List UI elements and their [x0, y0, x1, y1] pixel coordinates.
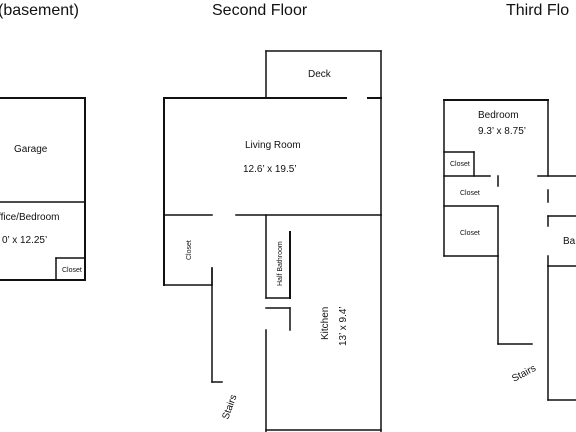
- basement-heading: (basement): [0, 2, 79, 19]
- office-bedroom-label: ffice/Bedroom: [0, 212, 60, 223]
- living-room-dims: 12.6’ x 19.5’: [243, 164, 297, 175]
- deck-label: Deck: [308, 69, 332, 80]
- third-floor-heading: Third Flo: [506, 2, 569, 19]
- basement-plan: Garage ffice/Bedroom 0’ x 12.25’ Closet: [0, 97, 86, 281]
- living-room-label: Living Room: [245, 140, 301, 151]
- second-floor-walls: [163, 50, 382, 432]
- basement-walls: [0, 97, 86, 281]
- second-floor-plan: Deck Living Room 12.6’ x 19.5’ Closet Ha…: [163, 50, 382, 432]
- third-floor-stairs-label: Stairs: [510, 363, 538, 385]
- third-floor-closet-1-label: Closet: [450, 161, 470, 168]
- garage-label: Garage: [14, 144, 48, 155]
- second-floor-closet-label: Closet: [186, 240, 193, 260]
- second-floor-heading: Second Floor: [212, 2, 308, 19]
- third-floor-walls: [443, 99, 576, 401]
- third-floor-closet-2-label: Closet: [460, 190, 480, 197]
- second-floor-stairs-label: Stairs: [220, 393, 239, 421]
- third-floor-bath-label: Ba: [563, 236, 576, 247]
- half-bathroom-label: Half Bathroom: [277, 241, 284, 286]
- bedroom-label: Bedroom: [478, 110, 519, 121]
- kitchen-dims: 13’ x 9.4’: [338, 306, 349, 346]
- third-floor-plan: Bedroom 9.3’ x 8.75’ Closet Closet Close…: [443, 99, 576, 401]
- third-floor-closet-3-label: Closet: [460, 230, 480, 237]
- basement-closet-label: Closet: [62, 267, 82, 274]
- bedroom-dims: 9.3’ x 8.75’: [478, 126, 526, 137]
- office-bedroom-dims: 0’ x 12.25’: [2, 235, 47, 246]
- kitchen-label: Kitchen: [320, 307, 331, 340]
